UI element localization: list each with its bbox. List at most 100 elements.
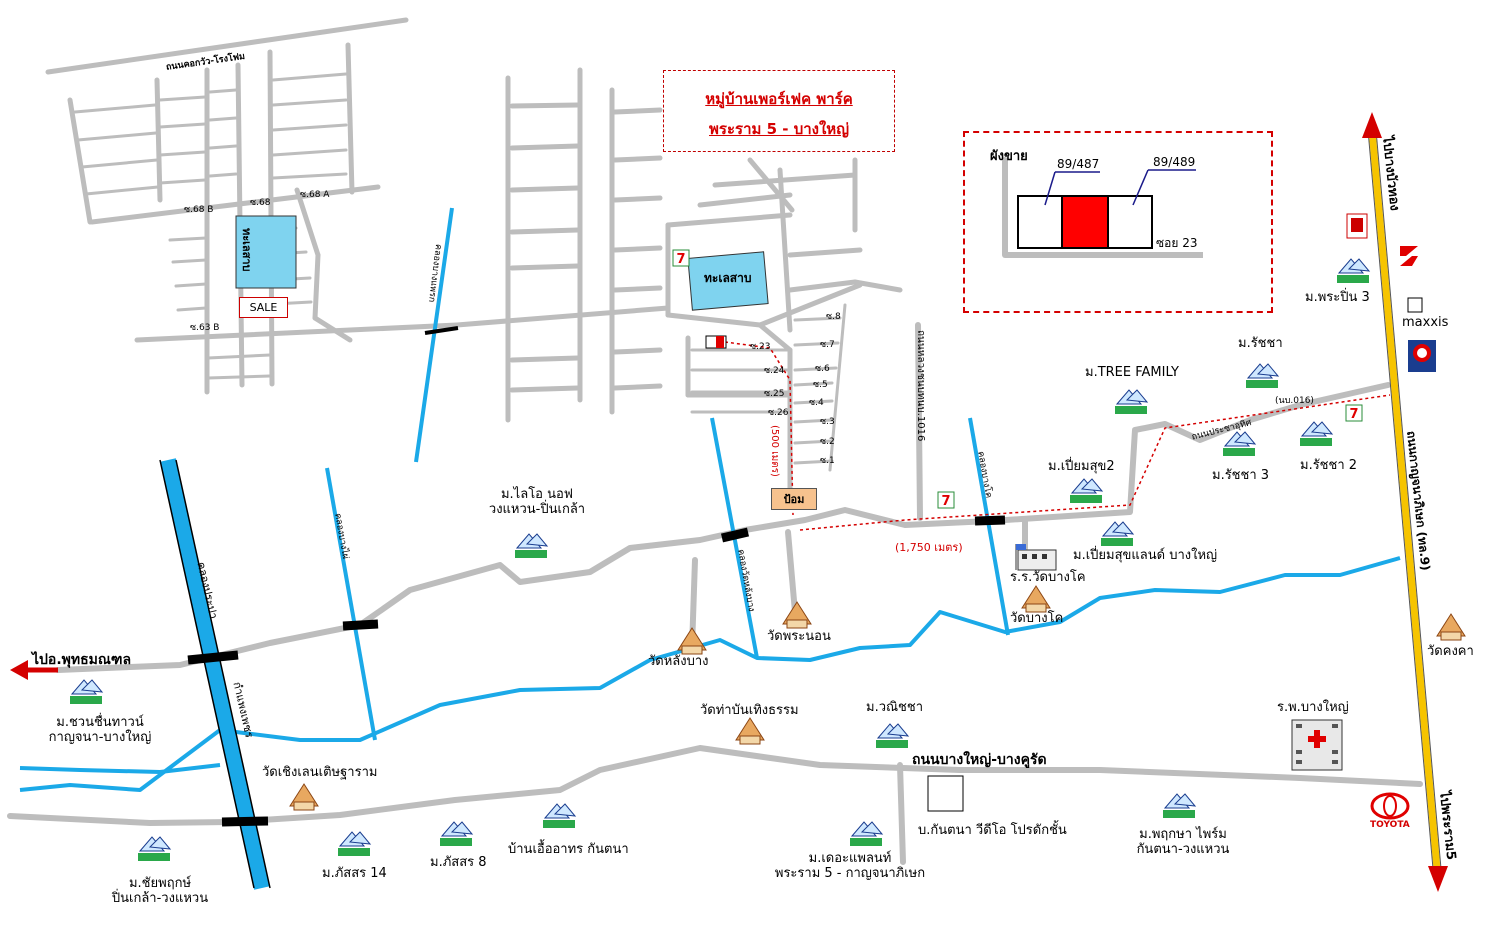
bridges	[187, 326, 1006, 827]
temple-icon	[1021, 585, 1051, 613]
label-wat-bang-khu: วัดบางโค	[1010, 611, 1064, 626]
label-wat-tha-banthoengtham: วัดท่าบันเทิงธรรม	[700, 703, 799, 718]
house-icon	[1246, 363, 1280, 388]
house-icon	[70, 679, 104, 704]
house-icon	[1101, 521, 1135, 546]
svg-text:7: 7	[941, 494, 950, 509]
temple-icon	[735, 717, 765, 745]
seven-eleven-icon: 7	[1345, 404, 1363, 422]
house-icon	[1300, 421, 1334, 446]
soi-63b: ซ.63 B	[190, 323, 220, 333]
village-icons	[70, 258, 1371, 861]
soi-23-label: ซอย 23	[1156, 236, 1198, 250]
house-icon	[876, 723, 910, 748]
school-icon	[1015, 544, 1057, 571]
hospital-icon	[1291, 719, 1343, 771]
soi-2: ซ.2	[820, 437, 835, 447]
soi-68a: ซ.68 A	[300, 190, 330, 200]
svg-text:7: 7	[1349, 407, 1358, 422]
upper-middle-village-roads	[505, 67, 663, 423]
label-laio: ม.ไลโอ นอฟวงแหวน-ปิ่นเกล้า	[488, 487, 586, 517]
soi-68: ซ.68	[250, 198, 271, 208]
soi-26: ซ.26	[768, 408, 789, 418]
unit-89-487: 89/487	[1057, 157, 1100, 171]
house-icon	[1070, 478, 1104, 503]
arrow-to-phutthamonthon	[10, 660, 28, 680]
label-wat-lang-bang: วัดหลังบาง	[648, 654, 709, 669]
isuzu-logo-icon	[1346, 213, 1368, 239]
soi-24: ซ.24	[764, 366, 785, 376]
road-nb016: (นบ.016)	[1275, 396, 1314, 406]
temple-icon	[782, 601, 812, 629]
distance-1750m: (1,750 เมตร)	[895, 541, 963, 554]
soi-7: ซ.7	[820, 340, 835, 350]
label-toyota: TOYOTA	[1370, 820, 1410, 830]
soi-23: ซ.23	[750, 342, 771, 352]
svg-text:7: 7	[676, 252, 685, 267]
soi-8: ซ.8	[826, 312, 841, 322]
label-the-plant: ม.เดอะแพลนท์พระราม 5 - กาญจนาภิเษก	[774, 851, 926, 881]
title-line-2: พระราม 5 - บางใหญ่	[709, 120, 849, 138]
label-school: ร.ร.วัดบางโค	[1010, 570, 1086, 585]
house-icon	[1223, 431, 1257, 456]
soi-6: ซ.6	[815, 364, 830, 374]
house-icon	[338, 831, 372, 856]
label-wat-choeng-len: วัดเชิงเลนเติษฐาราม	[262, 765, 378, 780]
plan-heading: ผังขาย	[990, 149, 1028, 164]
label-praphin-3: ม.พระปิ่น 3	[1305, 290, 1370, 305]
house-icon	[543, 803, 577, 828]
label-phatsorn-8: ม.ภัสสร 8	[430, 855, 487, 870]
seven-eleven-icon: 7	[672, 249, 690, 267]
label-kantana: บ.กันตนา วีดีโอ โปรดักชั้น	[918, 823, 1067, 838]
road-nb1016: ถนนหลวงชนบทนบ.1016	[915, 330, 926, 442]
house-icon	[515, 533, 549, 558]
label-to-phutthamonthon: ไปอ.พุทธมณฑล	[32, 652, 132, 668]
soi-3: ซ.3	[820, 417, 835, 427]
sale-sign: SALE	[239, 297, 288, 318]
house-icon	[1337, 258, 1371, 283]
temple-icon	[677, 627, 707, 655]
perfect-park-roads	[665, 157, 903, 491]
label-ratcha: ม.รัชชา	[1238, 336, 1283, 351]
soi-4: ซ.4	[809, 398, 824, 408]
kanchanaphisek-highway	[1368, 129, 1442, 881]
label-baan-eua-arthorn: บ้านเอื้ออาทร กันตนา	[508, 842, 629, 857]
susco-logo-icon	[1408, 340, 1436, 372]
temple-icon	[1436, 613, 1466, 641]
soi-5: ซ.5	[813, 380, 828, 390]
khlong-prapa	[160, 458, 270, 890]
label-chaiyaphruek: ม.ชัยพฤกษ์ปิ่นเกล้า-วงแหวน	[111, 876, 209, 906]
kantana-box	[927, 775, 964, 812]
label-ratcha-2: ม.รัชชา 2	[1300, 458, 1358, 473]
temple-icons	[289, 585, 1466, 811]
pond-right-label: ทะเลสาบ	[704, 271, 752, 285]
label-bang-yai-hospital: ร.พ.บางใหญ่	[1277, 700, 1349, 715]
label-wat-khong-kha: วัดคงคา	[1427, 644, 1474, 659]
label-piamsuk-2: ม.เปี่ยมสุข2	[1048, 459, 1115, 474]
label-ratcha-3: ม.รัชชา 3	[1212, 468, 1270, 483]
pond-left-label: ทะเลสาบ	[240, 228, 253, 272]
maxxis-box	[1407, 297, 1423, 313]
seven-eleven-icon: 7	[937, 491, 955, 509]
toyota-logo-icon	[1370, 792, 1410, 820]
label-wat-phra-non: วัดพระนอน	[767, 629, 831, 644]
temple-icon	[289, 783, 319, 811]
label-phruksa-prime: ม.พฤกษา ไพร์มกันตนา-วงแหวน	[1136, 827, 1230, 857]
label-chuan-chuen: ม.ชวนชื่นทาวน์กาญจนา-บางใหญ่	[48, 715, 152, 745]
label-piamsuk-land: ม.เปี่ยมสุขแลนด์ บางใหญ่	[1073, 548, 1218, 563]
distance-500m: (500 เมตร)	[769, 425, 780, 477]
upper-left-village-roads	[45, 17, 671, 395]
unit-89-489: 89/489	[1153, 155, 1196, 169]
soi-25: ซ.25	[764, 389, 785, 399]
house-icon	[1115, 389, 1149, 414]
road-bang-yai-bang-kruat: ถนนบางใหญ่-บางคูรัด	[912, 752, 1047, 768]
guard-post: ป้อม	[771, 488, 817, 510]
suzuki-logo-icon	[1400, 246, 1418, 266]
title-line-1: หมู่บ้านเพอร์เฟค พาร์ค	[705, 90, 853, 108]
house-icon	[138, 836, 172, 861]
map-title: หมู่บ้านเพอร์เฟค พาร์ค พระราม 5 - บางใหญ…	[663, 70, 895, 152]
soi-68b: ซ.68 B	[184, 205, 214, 215]
house-icon	[440, 821, 474, 846]
plan-inset	[1005, 169, 1203, 258]
